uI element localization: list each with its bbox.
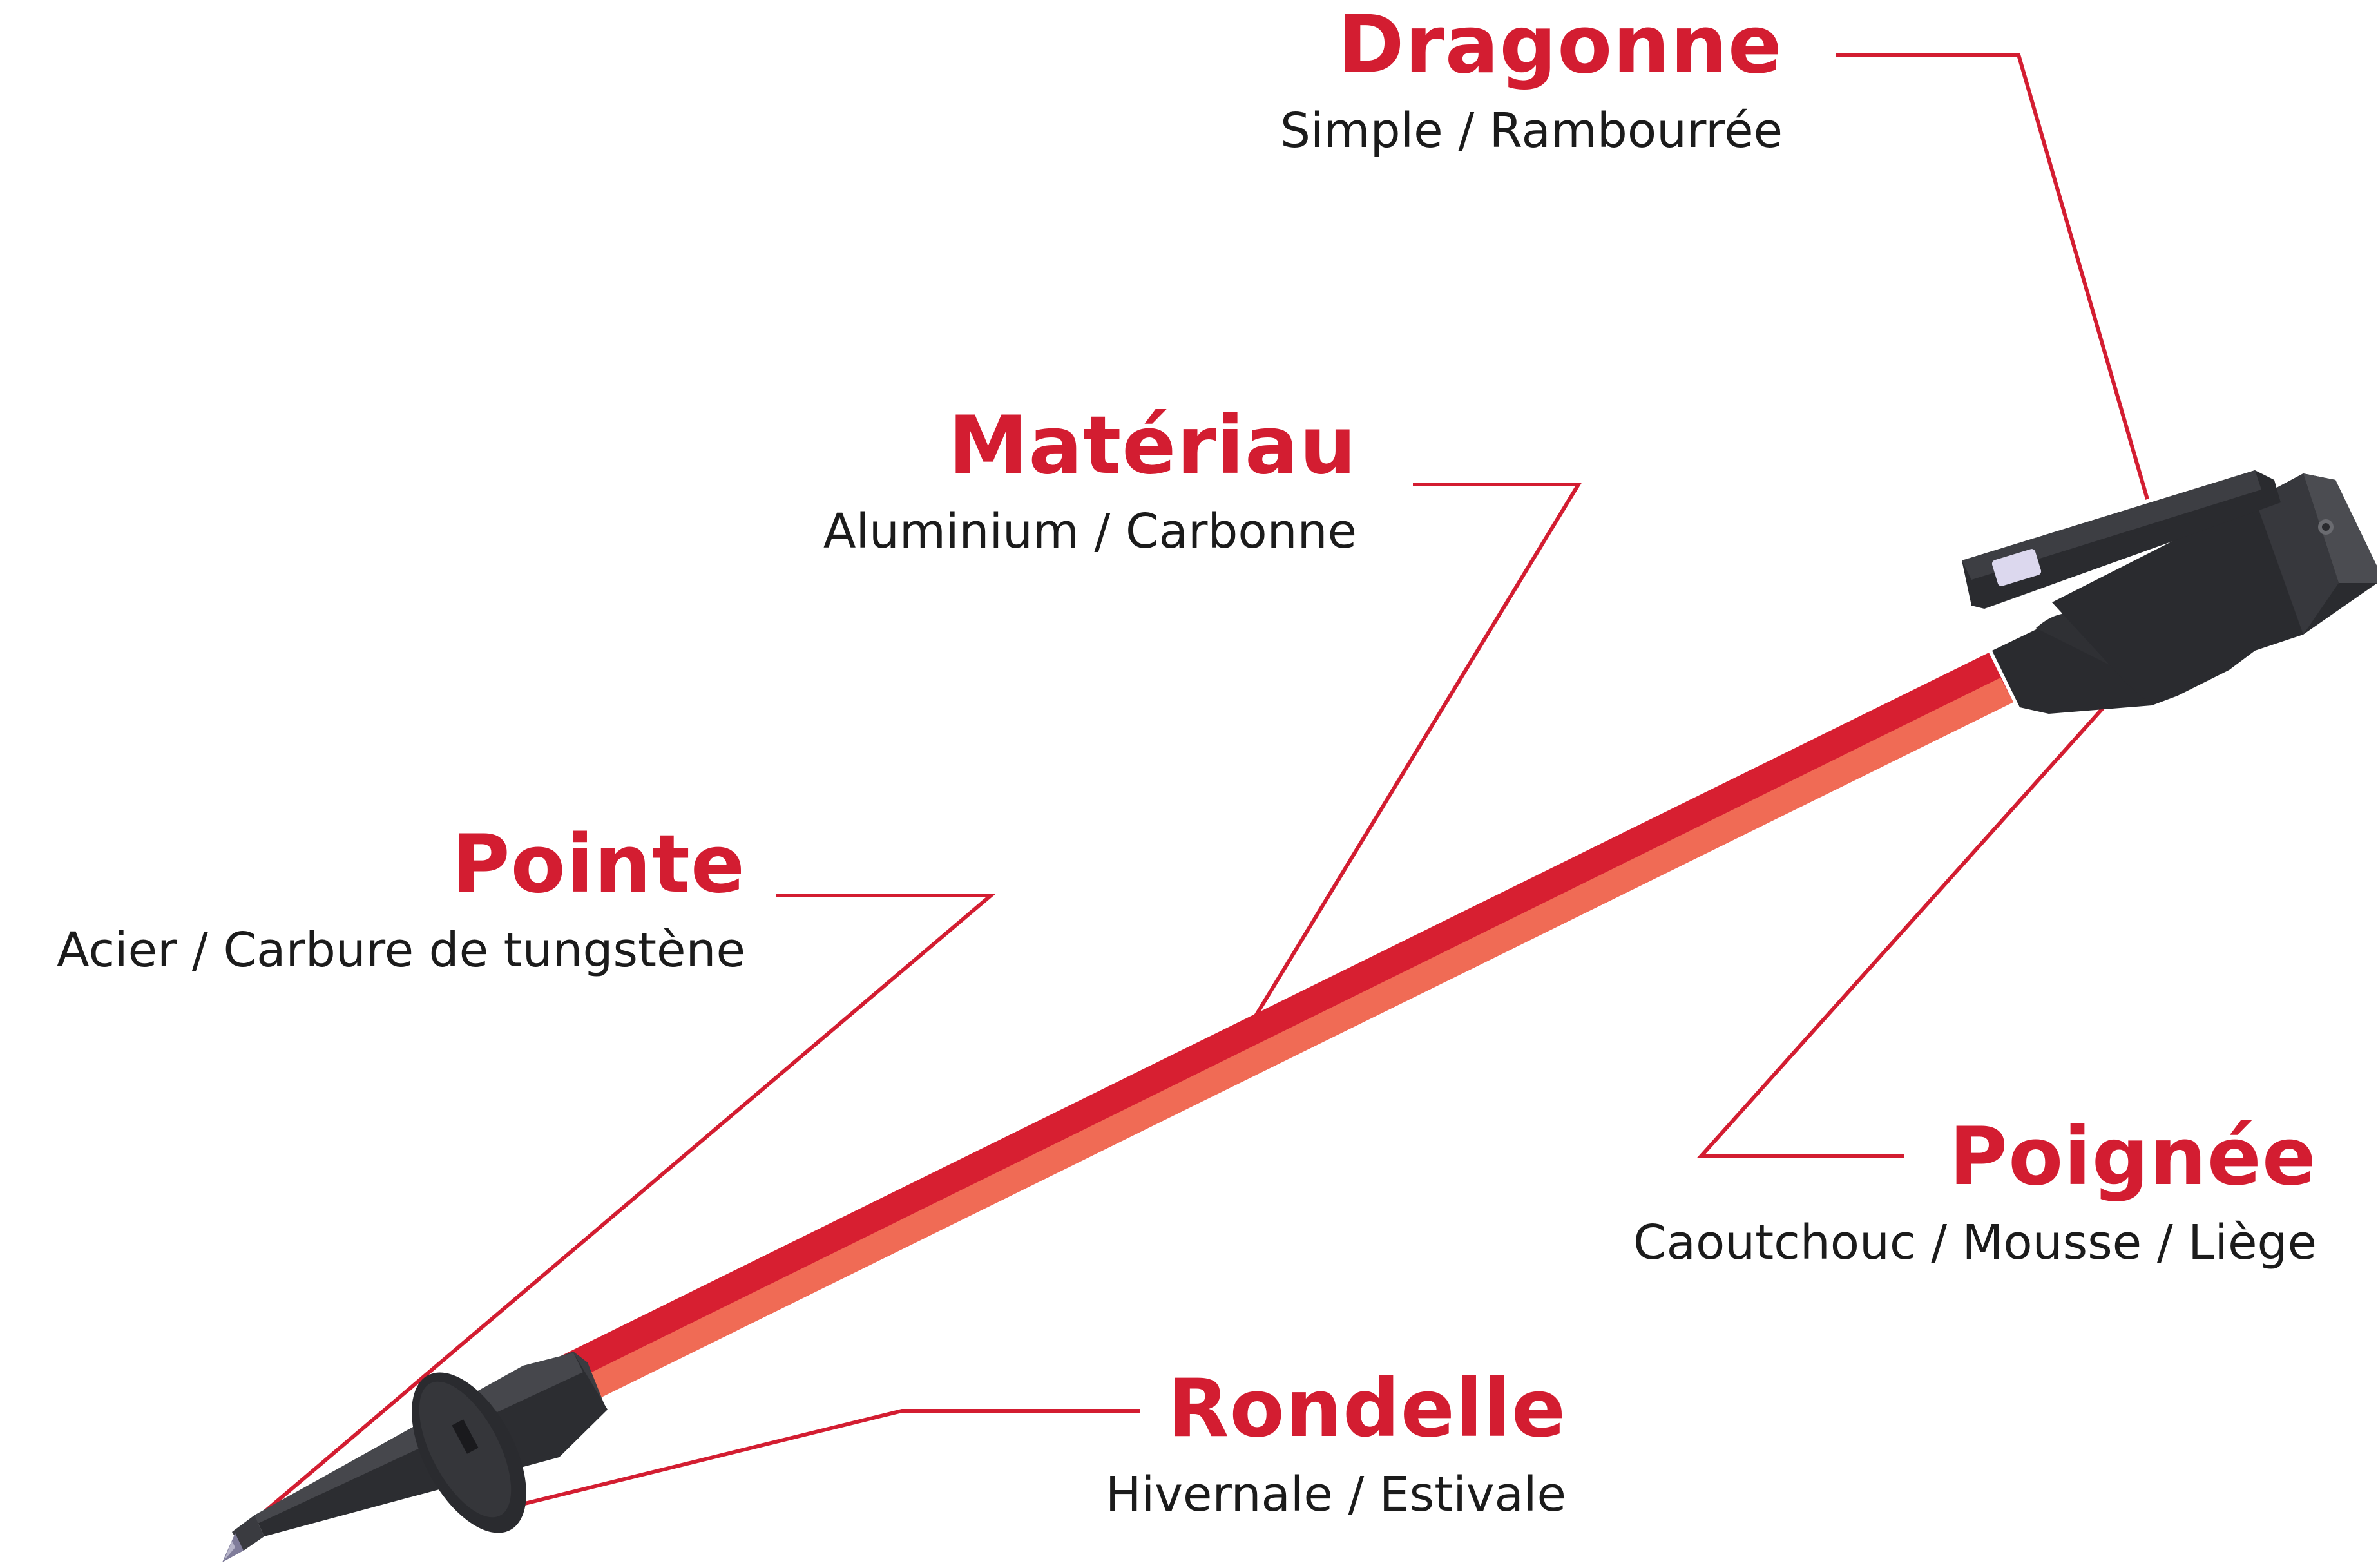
label-pointe: Pointe Acier / Carbure de tungstène bbox=[57, 825, 745, 974]
label-poignee-subtitle: Caoutchouc / Mousse / Liège bbox=[1633, 1215, 2317, 1270]
pole-grip bbox=[1962, 470, 2377, 714]
label-dragonne-title: Dragonne bbox=[1338, 0, 1783, 91]
label-pointe-subtitle: Acier / Carbure de tungstène bbox=[57, 923, 745, 978]
leader-line-poignee bbox=[1696, 655, 2151, 1158]
label-rondelle-subtitle: Hivernale / Estivale bbox=[1105, 1467, 1566, 1522]
label-materiau-title: Matériau bbox=[948, 399, 1357, 492]
label-poignee: Poignée Caoutchouc / Mousse / Liège bbox=[1633, 1117, 2317, 1267]
pole-tip bbox=[222, 1533, 244, 1562]
leader-line-pointe bbox=[253, 894, 997, 1522]
leader-line-rondelle bbox=[508, 1409, 1140, 1509]
label-rondelle: Rondelle Hivernale / Estivale bbox=[1106, 1369, 1566, 1518]
label-materiau-subtitle: Aluminium / Carbonne bbox=[823, 504, 1357, 559]
label-dragonne: Dragonne Simple / Rambourrée bbox=[1280, 5, 1783, 155]
label-dragonne-subtitle: Simple / Rambourrée bbox=[1280, 103, 1783, 158]
pole-shaft bbox=[561, 653, 2013, 1406]
leader-line-materiau bbox=[1245, 483, 1582, 1032]
label-rondelle-title: Rondelle bbox=[1167, 1362, 1566, 1455]
label-materiau: Matériau Aluminium / Carbonne bbox=[823, 406, 1357, 555]
label-pointe-title: Pointe bbox=[451, 818, 745, 911]
label-poignee-title: Poignée bbox=[1949, 1111, 2317, 1203]
pole-basket bbox=[412, 1372, 526, 1533]
leader-line-dragonne bbox=[1836, 53, 2149, 500]
